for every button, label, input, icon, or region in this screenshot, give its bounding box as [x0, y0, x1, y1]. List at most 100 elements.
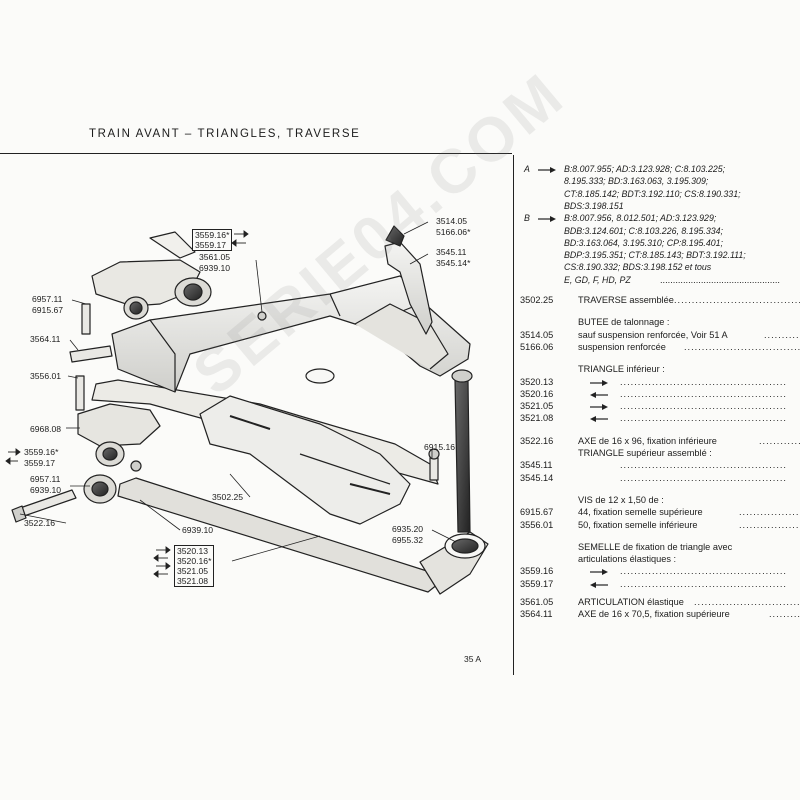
- applicability-text: BDS:3.198.151: [564, 200, 624, 211]
- part-row: 3522.16 AXE de 16 x 96, fixation inférieu…: [520, 436, 800, 448]
- part-row: 3545.14.................................…: [520, 473, 800, 485]
- part-description: TRAVERSE assemblée: [578, 295, 674, 305]
- callout-line: 6915.16: [424, 442, 456, 452]
- callout-upper-triangle: 3545.11 3545.14*: [436, 247, 470, 269]
- callout-line: 3559.16*: [24, 447, 59, 457]
- traverse-crossmember: [111, 275, 471, 393]
- arrow-a-icon: [538, 167, 556, 173]
- callout-bolt-upper: 6957.11 6915.67: [32, 294, 63, 316]
- boxed-line: 3521.08: [177, 576, 209, 586]
- arrow-b-icon: [590, 391, 608, 398]
- leader-dots: ........................................…: [739, 507, 800, 518]
- page-number: 35 A: [464, 654, 482, 664]
- applicability-marker: A: [524, 164, 530, 174]
- applicability-marker: B: [524, 213, 530, 224]
- applicability-text: 8.195.333; BD:3.163.063, 3.195.309;: [564, 176, 709, 187]
- applicability-text: CT:8.185.142; BDT:3.192.110; CS:8.190.33…: [564, 188, 741, 199]
- leader-dots: ........................................…: [769, 609, 800, 620]
- callout-line: 3564.11: [30, 334, 61, 344]
- arrow-b-icon: [590, 581, 608, 588]
- part-row: 5166.06 suspension renforcée.............…: [520, 342, 800, 354]
- part-reference: 3514.05: [520, 329, 554, 340]
- boxed-semelle-upper: 3559.16* 3559.17: [192, 229, 233, 251]
- tie-rod: [454, 379, 471, 533]
- arrow-b-icon: [590, 416, 608, 423]
- leader-dots: ........................................…: [620, 401, 787, 412]
- part-row: 3514.05 sauf suspension renforcée, Voir 5…: [520, 330, 800, 342]
- part-reference: 3564.11: [520, 609, 553, 620]
- callout-line: 3514.05: [436, 216, 468, 226]
- boxed-line: 3521.05: [177, 566, 209, 576]
- part-description: sauf suspension renforcée, Voir 51 A: [578, 329, 728, 340]
- part-reference: 3520.16: [520, 388, 554, 399]
- part-description: suspension renforcée: [578, 341, 666, 352]
- part-row: 3545.11.................................…: [520, 460, 800, 472]
- callout-line: 6968.08: [30, 424, 62, 434]
- part-row: TRIANGLE inférieur :: [520, 364, 800, 376]
- part-row: 3559.17.................................…: [520, 579, 800, 591]
- bolt-3556: [75, 375, 85, 411]
- callout-vis-lower: 3556.01: [30, 371, 61, 382]
- applicability-text: B:8.007.956, 8.012.501; AD:3.123.929;: [564, 213, 717, 224]
- lower-plate: [199, 395, 411, 525]
- stop-bumper: [385, 225, 405, 247]
- callout-traverse: 3502.25: [212, 492, 243, 503]
- callout-line: 6915.67: [32, 305, 64, 315]
- exploded-diagram: 3514.05 5166.06* 3545.11 3545.14* 3561.0…: [0, 154, 512, 684]
- callout-line: 6957.11: [30, 474, 61, 484]
- callout-line: 6939.10: [182, 525, 214, 535]
- part-row: BUTEE de talonnage :: [520, 317, 800, 329]
- part-reference: 3522.16: [520, 435, 554, 446]
- part-description: VIS de 12 x 1,50 de :: [578, 494, 664, 505]
- part-reference: 6915.67: [520, 507, 554, 518]
- callout-line: 6957.11: [32, 294, 63, 304]
- arrow-a-icon: [590, 404, 608, 411]
- leader-dots: ........................................…: [739, 519, 800, 530]
- part-description: SEMELLE de fixation de triangle avec: [578, 541, 733, 552]
- leader-dots: ........................................…: [759, 435, 800, 446]
- part-reference: 3545.11: [520, 460, 553, 471]
- callout-semelle-lower: 3559.16* 3559.17: [24, 447, 58, 469]
- part-description: BUTEE de talonnage :: [578, 317, 670, 328]
- callout-6968: 6968.08: [30, 424, 61, 435]
- applicability-text: BD:3.163.064, 3.195.310; CP:8.195.401;: [564, 237, 723, 248]
- callout-line: 3522.16: [24, 518, 56, 528]
- part-reference: 3561.05: [520, 597, 554, 607]
- part-row: VIS de 12 x 1,50 de :: [520, 495, 800, 507]
- part-reference: 5166.06: [520, 341, 554, 352]
- leader-dots: ........................................…: [620, 388, 787, 399]
- callout-line: 3502.25: [212, 492, 244, 502]
- part-reference: 3520.13: [520, 376, 554, 387]
- leader-dots: ........................................…: [620, 413, 787, 424]
- part-row: 3521.08.................................…: [520, 413, 800, 425]
- boxed-line: 3559.17: [195, 240, 227, 250]
- leader-dots: ........................................…: [694, 597, 800, 607]
- part-reference: 3521.08: [520, 413, 554, 424]
- bolt-6915-lower: [429, 457, 439, 481]
- part-row: 3520.13.................................…: [520, 377, 800, 389]
- part-description: AXE de 16 x 96, fixation inférieure: [578, 435, 717, 446]
- arrow-a-icon: [590, 569, 608, 576]
- leader-dots: ........................................…: [674, 295, 800, 305]
- part-row: TRIANGLE supérieur assemblé :: [520, 448, 800, 460]
- part-row: SEMELLE de fixation de triangle avec: [520, 542, 800, 554]
- callout-line: 3561.05: [199, 252, 231, 262]
- bolt-6915-upper: [81, 303, 91, 335]
- leader-dots: ........................................…: [620, 376, 787, 387]
- leader-dots: ........................................…: [684, 341, 800, 352]
- callout-line: 3545.14*: [436, 258, 471, 268]
- suspension-drawing: [5, 221, 489, 595]
- arrow-a-icon: [538, 216, 556, 223]
- part-description: TRIANGLE supérieur assemblé :: [578, 448, 712, 458]
- column-divider: [513, 155, 514, 675]
- right-bracket: [384, 241, 433, 335]
- part-reference: 3521.05: [520, 401, 554, 412]
- lower-semelle: [77, 403, 161, 447]
- callout-line: 6935.20: [392, 524, 424, 534]
- leader-dots: ........................................…: [620, 578, 787, 589]
